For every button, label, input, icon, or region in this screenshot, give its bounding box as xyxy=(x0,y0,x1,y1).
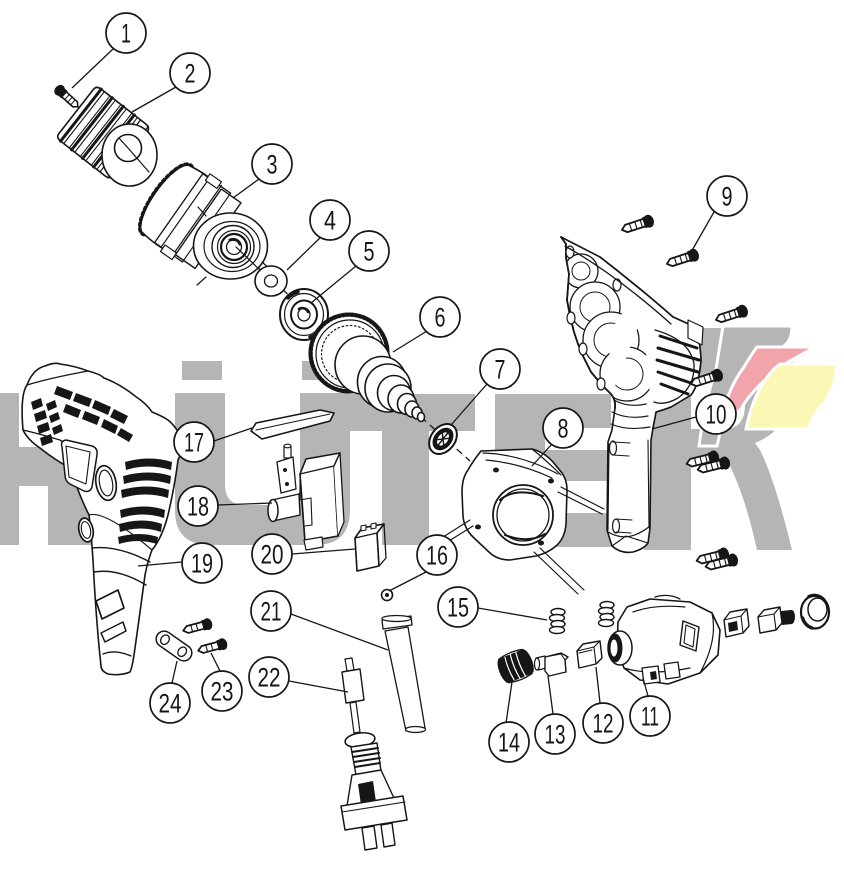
svg-text:24: 24 xyxy=(159,689,182,719)
svg-text:18: 18 xyxy=(187,492,209,522)
svg-text:7: 7 xyxy=(495,355,506,385)
svg-text:12: 12 xyxy=(593,709,614,739)
svg-text:19: 19 xyxy=(191,549,213,579)
svg-text:1: 1 xyxy=(121,19,131,49)
svg-text:13: 13 xyxy=(545,720,566,750)
svg-text:4: 4 xyxy=(324,206,336,236)
svg-text:16: 16 xyxy=(426,541,448,571)
svg-text:5: 5 xyxy=(364,237,375,267)
svg-text:10: 10 xyxy=(706,400,727,430)
svg-text:22: 22 xyxy=(258,663,281,693)
svg-text:11: 11 xyxy=(641,702,659,732)
svg-text:20: 20 xyxy=(261,540,284,570)
svg-text:14: 14 xyxy=(498,728,520,758)
svg-text:17: 17 xyxy=(184,428,204,458)
svg-text:8: 8 xyxy=(558,414,569,444)
svg-text:15: 15 xyxy=(447,593,469,623)
svg-text:3: 3 xyxy=(267,150,278,180)
svg-text:6: 6 xyxy=(435,303,446,333)
svg-text:23: 23 xyxy=(211,677,234,707)
svg-text:2: 2 xyxy=(185,59,196,89)
svg-text:9: 9 xyxy=(722,182,733,212)
svg-text:21: 21 xyxy=(261,597,282,627)
